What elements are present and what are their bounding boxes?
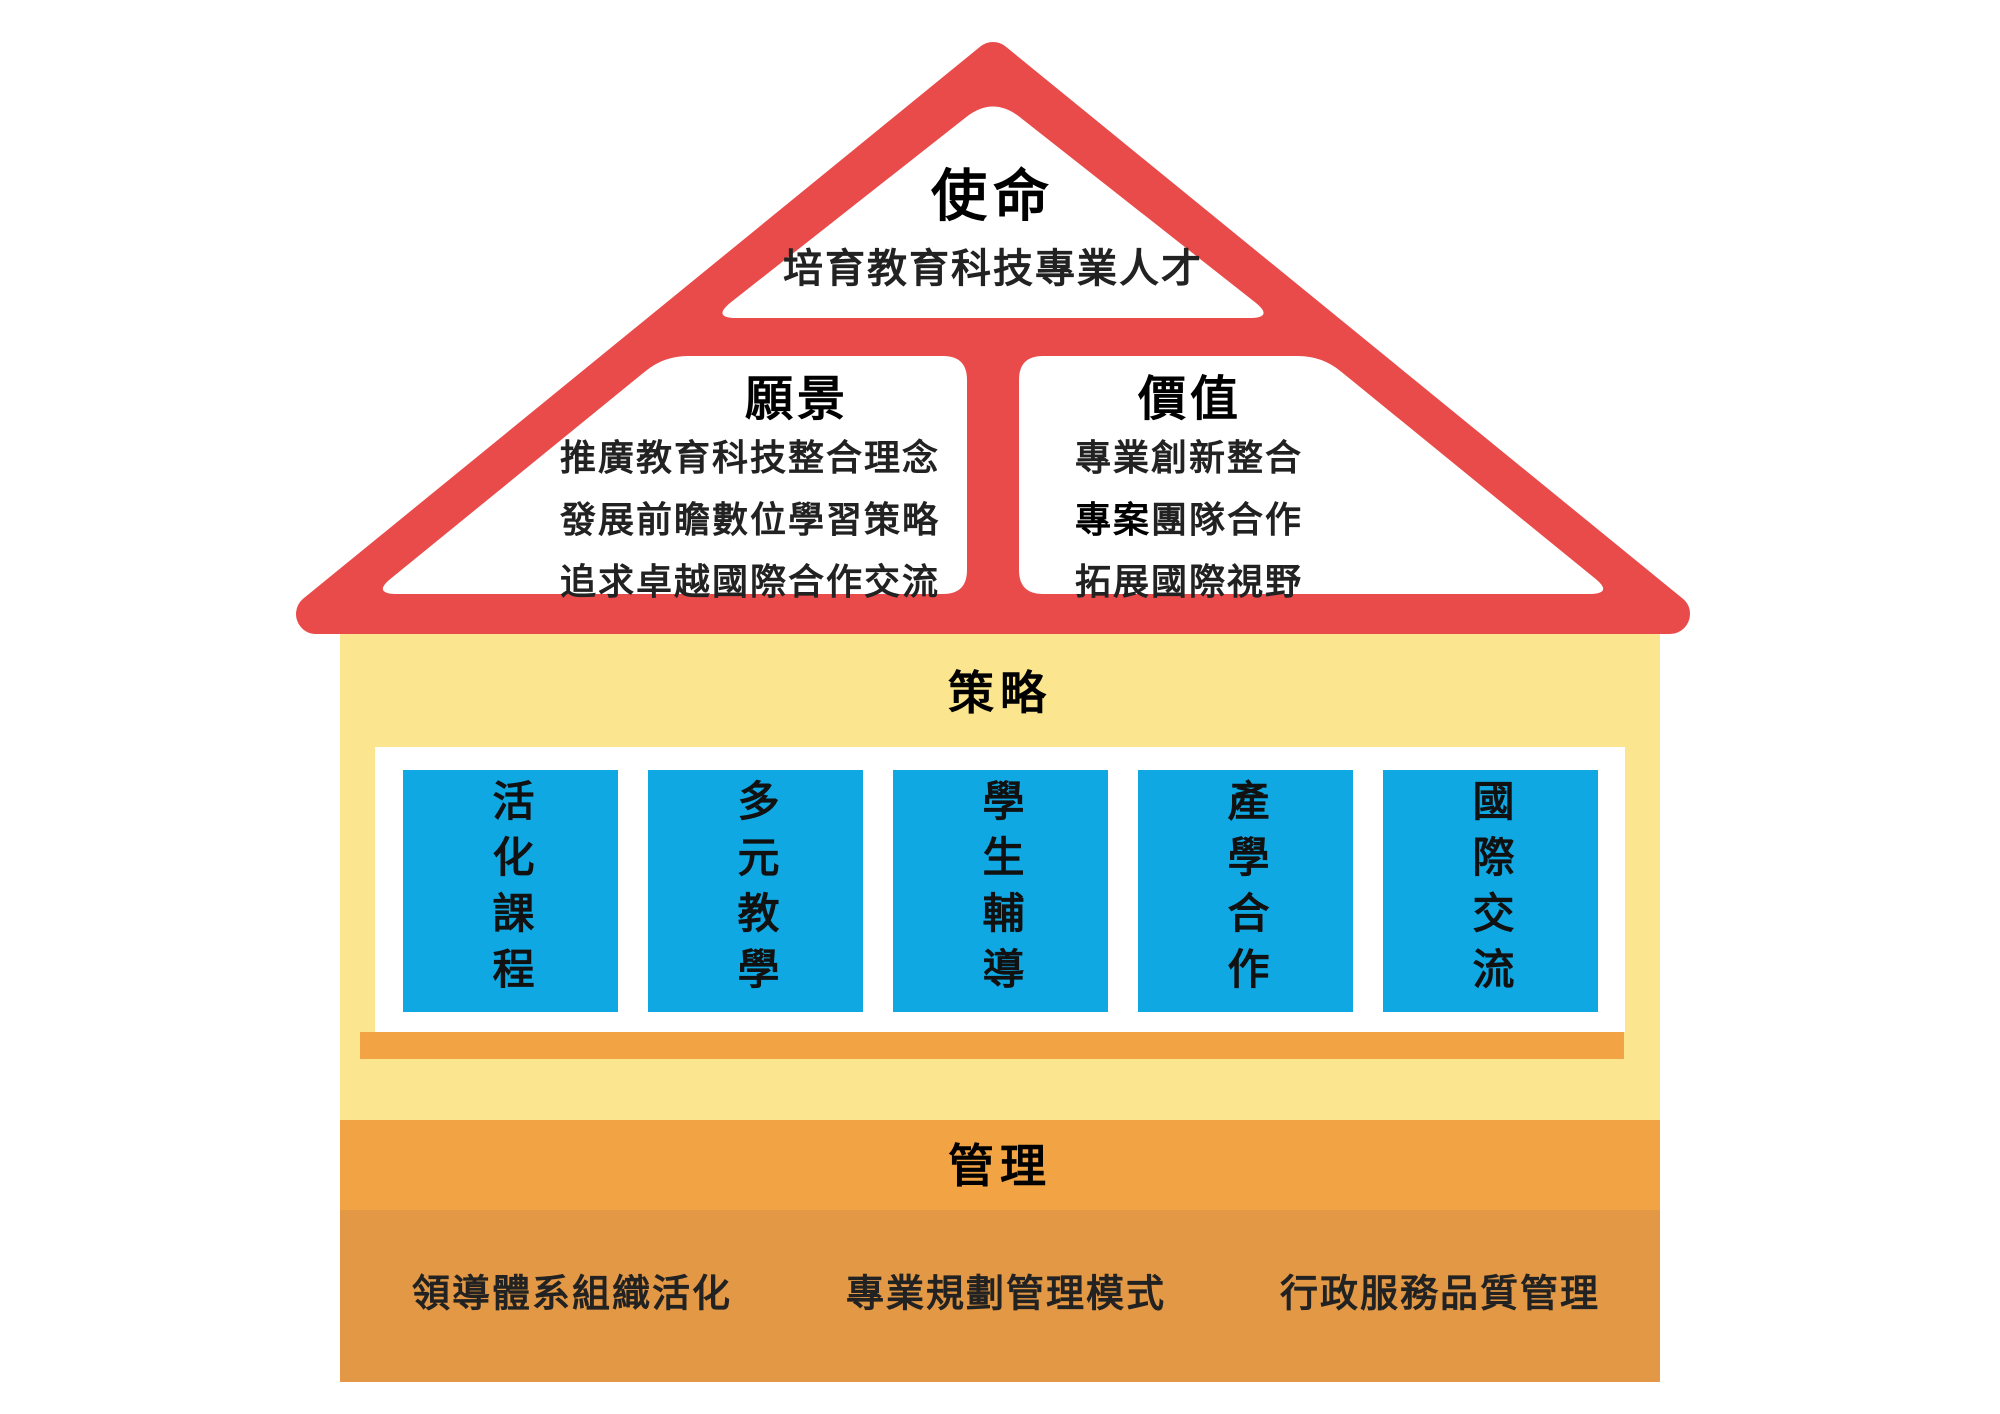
strategy-pillar: 國際交流 — [1383, 770, 1598, 1012]
vision-line: 發展前瞻數位學習策略 — [559, 500, 941, 541]
strategy-title: 策略 — [948, 666, 1052, 720]
management-items-band — [340, 1210, 1660, 1382]
management-item: 行政服務品質管理 — [1279, 1271, 1601, 1316]
strategy-pillar: 活化課程 — [403, 770, 618, 1012]
strategy-pillar: 產學合作 — [1138, 770, 1353, 1012]
values-title: 價值 — [1137, 371, 1243, 427]
vision-title: 願景 — [744, 371, 850, 427]
values-line: 專業創新整合 — [1075, 438, 1304, 479]
values-line: 專案團隊合作 — [1075, 491, 1303, 543]
floor-divider-bar — [360, 1032, 1624, 1059]
strategy-pillar-label: 多元教學 — [731, 779, 780, 1003]
strategy-pillar-label: 學生輔導 — [976, 779, 1025, 1003]
strategy-pillar: 多元教學 — [648, 770, 863, 1012]
strategy-pillar-label: 活化課程 — [486, 779, 535, 1003]
strategy-pillar-label: 產學合作 — [1221, 779, 1270, 1003]
vision-line: 追求卓越國際合作交流 — [559, 562, 941, 603]
management-item: 專業規劃管理模式 — [845, 1271, 1167, 1316]
vision-line: 推廣教育科技整合理念 — [559, 438, 941, 479]
values-line-rest: 團隊合作 — [1151, 500, 1304, 541]
roof-triangle — [296, 42, 1690, 634]
mission-title: 使命 — [931, 164, 1055, 230]
management-item: 領導體系組織活化 — [411, 1271, 733, 1316]
values-line: 拓展國際視野 — [1075, 562, 1304, 603]
mission-subtitle: 培育教育科技專業人才 — [783, 246, 1203, 292]
strategy-pillar-label: 國際交流 — [1466, 779, 1515, 1003]
management-title: 管理 — [948, 1139, 1052, 1193]
management-title-band — [340, 1120, 1660, 1210]
values-line-bold-part: 專案 — [1075, 500, 1152, 541]
strategy-pillar: 學生輔導 — [893, 770, 1108, 1012]
